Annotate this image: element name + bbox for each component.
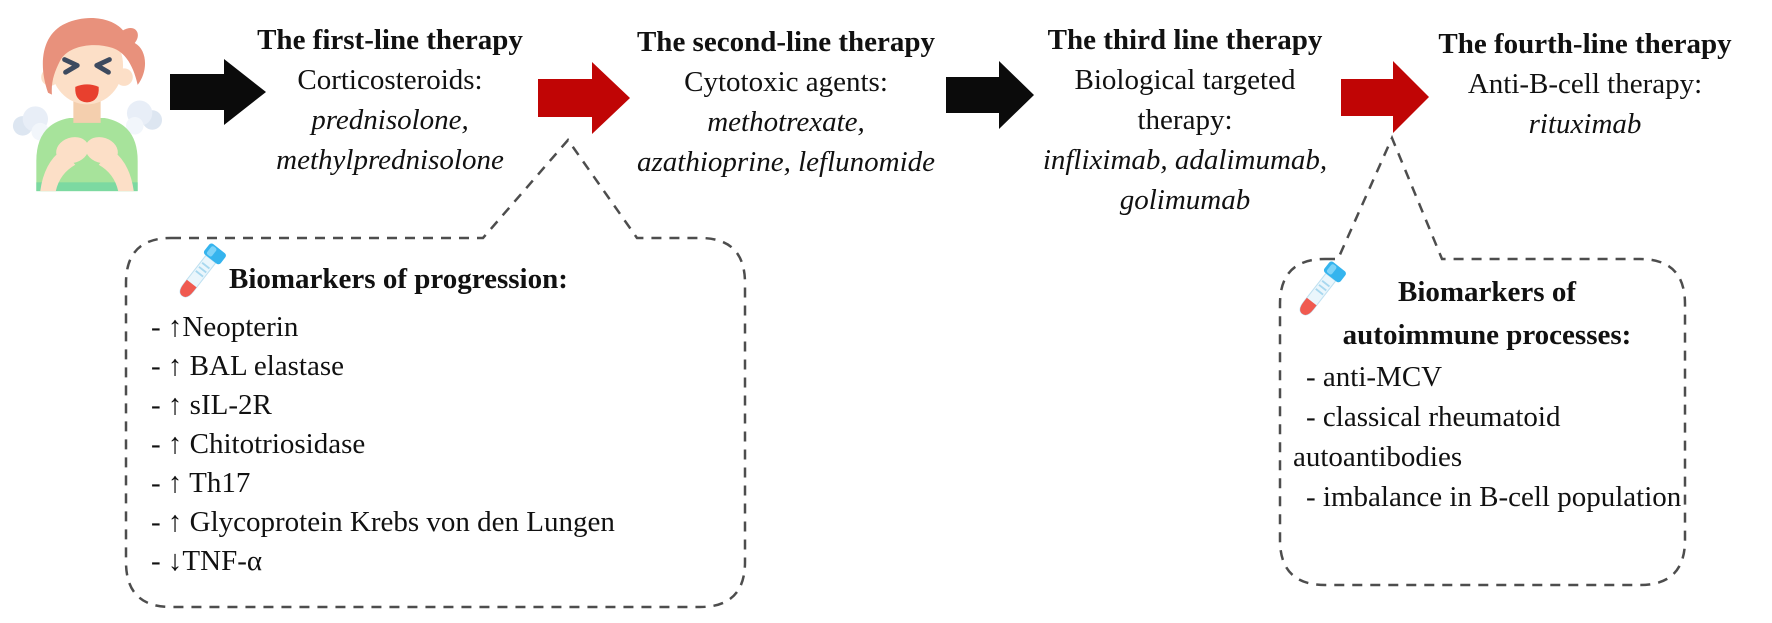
step-drug-class: Cytotoxic agents: xyxy=(684,66,888,98)
step-title: The fourth-line therapy xyxy=(1438,28,1732,60)
step-title: The third line therapy xyxy=(1047,24,1323,56)
step-third-line-therapy: The third line therapy Biological target… xyxy=(1043,20,1327,220)
step-fourth-line-therapy: The fourth-line therapy Anti-B-cell ther… xyxy=(1438,24,1731,144)
callout-progression-title: Biomarkers of progression: xyxy=(229,263,568,295)
callout-progression-list: - ↑Neopterin - ↑ BAL elastase - ↑ sIL-2R… xyxy=(151,308,736,581)
step-drug-names: infliximab, adalimumab, xyxy=(1042,144,1328,176)
callout-autoimmune-list: - anti-MCV - classical rheumatoid autoan… xyxy=(1293,357,1685,517)
distressed-patient-icon xyxy=(8,5,166,195)
step-drug-names: methylprednisolone xyxy=(276,144,504,176)
step-drug-class: Anti-B-cell therapy: xyxy=(1467,68,1703,100)
blood-test-tube-icon xyxy=(1284,253,1356,330)
biomarker-item: - ↑Neopterin xyxy=(151,311,299,343)
callout-autoimmune-title-line2: autoimmune processes: xyxy=(1342,319,1632,351)
blood-test-tube-icon xyxy=(164,235,236,312)
arrow-to-fourth-line xyxy=(1341,61,1429,133)
biomarker-item: - classical rheumatoid autoantibodies xyxy=(1293,401,1561,473)
arrow-to-first-line xyxy=(170,59,266,125)
callout-autoimmune-bubble xyxy=(1278,134,1687,587)
biomarker-item: - imbalance in B-cell population xyxy=(1306,481,1682,513)
step-title: The second-line therapy xyxy=(636,26,936,58)
step-drug-names: golimumab xyxy=(1119,184,1251,216)
step-drug-names: rituximab xyxy=(1528,108,1642,140)
step-first-line-therapy: The first-line therapy Corticosteroids: … xyxy=(257,20,523,180)
callout-progression-bubble xyxy=(124,137,747,609)
step-drug-names: azathioprine, leflunomide xyxy=(636,146,936,178)
biomarker-item: - ↑ Glycoprotein Krebs von den Lungen xyxy=(151,506,615,538)
biomarker-item: - anti-MCV xyxy=(1306,361,1443,393)
step-title: The first-line therapy xyxy=(257,24,523,56)
biomarker-item: - ↑ Chitotriosidase xyxy=(151,428,366,460)
step-drug-names: methotrexate, xyxy=(707,106,865,138)
biomarker-item: - ↑ BAL elastase xyxy=(151,350,345,382)
callout-autoimmune-title-line1: Biomarkers of xyxy=(1398,276,1576,308)
biomarker-item: - ↑ sIL-2R xyxy=(151,389,272,421)
steam-puff-right xyxy=(125,100,163,135)
biomarker-item: - ↑ Th17 xyxy=(151,467,251,499)
step-drug-class: Corticosteroids: xyxy=(297,64,483,96)
callout-autoimmune-title: Biomarkers of autoimmune processes: xyxy=(1302,271,1672,357)
step-drug-names: prednisolone, xyxy=(311,104,469,136)
arrow-to-second-line xyxy=(538,62,630,134)
step-drug-class: therapy: xyxy=(1137,104,1233,136)
step-drug-class: Biological targeted xyxy=(1074,64,1296,96)
biomarker-item: - ↓TNF-α xyxy=(151,545,263,577)
step-second-line-therapy: The second-line therapy Cytotoxic agents… xyxy=(637,22,935,182)
arrow-to-third-line xyxy=(946,61,1034,129)
